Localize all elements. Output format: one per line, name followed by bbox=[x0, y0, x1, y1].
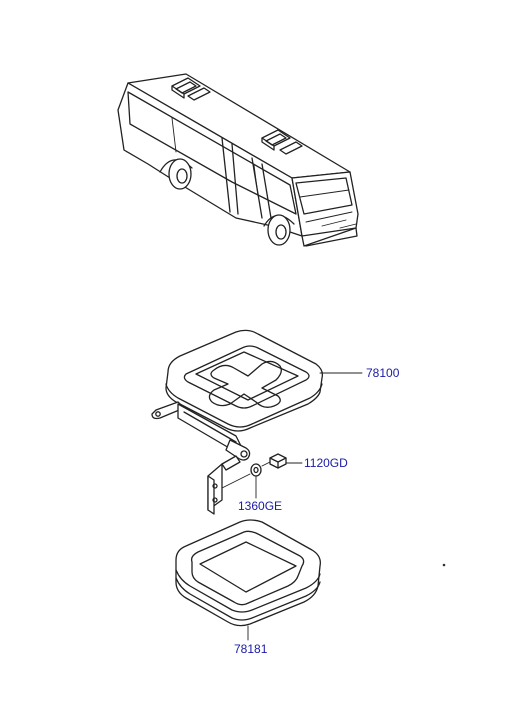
sunroof-seal bbox=[175, 519, 321, 627]
washer-1360ge bbox=[250, 463, 262, 477]
van-illustration bbox=[117, 73, 359, 247]
mounting-bracket bbox=[207, 455, 251, 515]
callout-78181: 78181 bbox=[234, 642, 268, 656]
hinge-arm bbox=[151, 401, 251, 461]
sunroof-frame bbox=[165, 329, 324, 432]
callout-1360ge: 1360GE bbox=[238, 499, 282, 513]
callout-1120gd: 1120GD bbox=[304, 456, 348, 470]
stray-dot bbox=[442, 563, 446, 567]
leader-lines bbox=[247, 372, 363, 641]
callout-78100: 78100 bbox=[366, 366, 400, 380]
bolt-1120gd bbox=[261, 453, 287, 469]
